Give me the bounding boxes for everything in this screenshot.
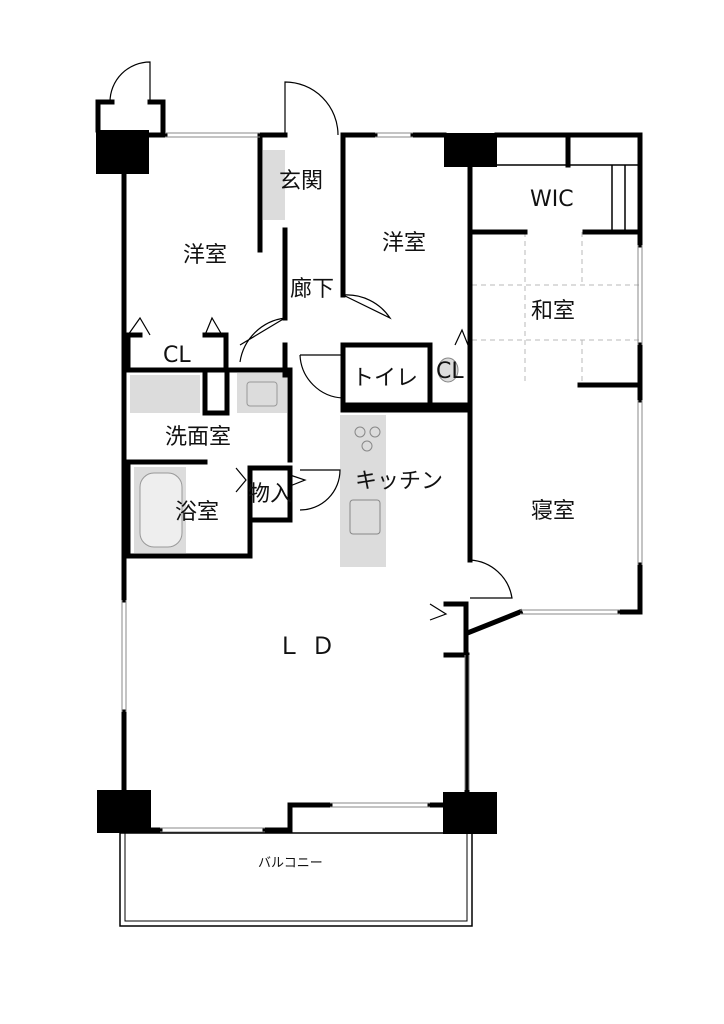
cl2-door	[454, 328, 469, 346]
bedroom-door	[469, 559, 513, 599]
tatami-grid	[472, 232, 640, 385]
room2-door	[342, 294, 392, 320]
doors	[109, 61, 513, 621]
storage-door-mark	[289, 474, 307, 487]
stove-burner-icon	[361, 440, 373, 452]
toilet-door	[299, 354, 344, 399]
label-living-dining: ＬＤ	[277, 632, 345, 660]
cl-door-right	[204, 316, 223, 336]
kitchen-counter	[340, 415, 386, 567]
columns	[96, 130, 497, 834]
stove-burner-icon	[369, 426, 381, 438]
room1-door	[239, 317, 286, 363]
room-labels: 玄関 洋室 洋室 WIC 和室 廊下 CL CL トイレ 洗面室 浴室 物入 キ…	[163, 169, 575, 871]
label-bathroom: 浴室	[175, 500, 219, 525]
stove-burner-icon	[354, 426, 366, 438]
vanity-sink	[237, 373, 287, 413]
label-washroom: 洗面室	[165, 425, 231, 450]
kitchen-sink	[349, 499, 381, 535]
laundry-pan	[130, 375, 200, 413]
toilet-bowl	[437, 357, 459, 383]
storage-door	[299, 469, 341, 511]
label-western-room-1: 洋室	[183, 243, 227, 268]
fixtures	[130, 150, 459, 567]
label-closet-2: CL	[436, 359, 464, 384]
label-corridor: 廊下	[290, 277, 334, 302]
balcony	[119, 832, 473, 927]
label-toilet: トイレ	[352, 366, 418, 391]
cl-door-left	[127, 316, 151, 336]
windows	[121, 132, 643, 833]
walls	[95, 99, 643, 833]
label-closet-1: CL	[163, 343, 191, 368]
label-genkan: 玄関	[279, 169, 323, 194]
bathtub	[139, 472, 183, 548]
ps-door	[429, 603, 448, 621]
bath-door-mark	[235, 467, 247, 493]
label-balcony: バルコニー	[258, 856, 323, 871]
label-storage: 物入	[248, 482, 292, 507]
label-kitchen: キッチン	[355, 469, 443, 494]
genkan-floor	[263, 150, 285, 220]
label-bedroom: 寝室	[531, 499, 575, 524]
genkan-door	[284, 81, 339, 136]
label-western-room-2: 洋室	[382, 231, 426, 256]
label-washitsu: 和室	[531, 299, 575, 324]
entry-door	[109, 61, 151, 103]
label-wic: WIC	[530, 187, 574, 212]
sink-basin	[246, 381, 278, 407]
